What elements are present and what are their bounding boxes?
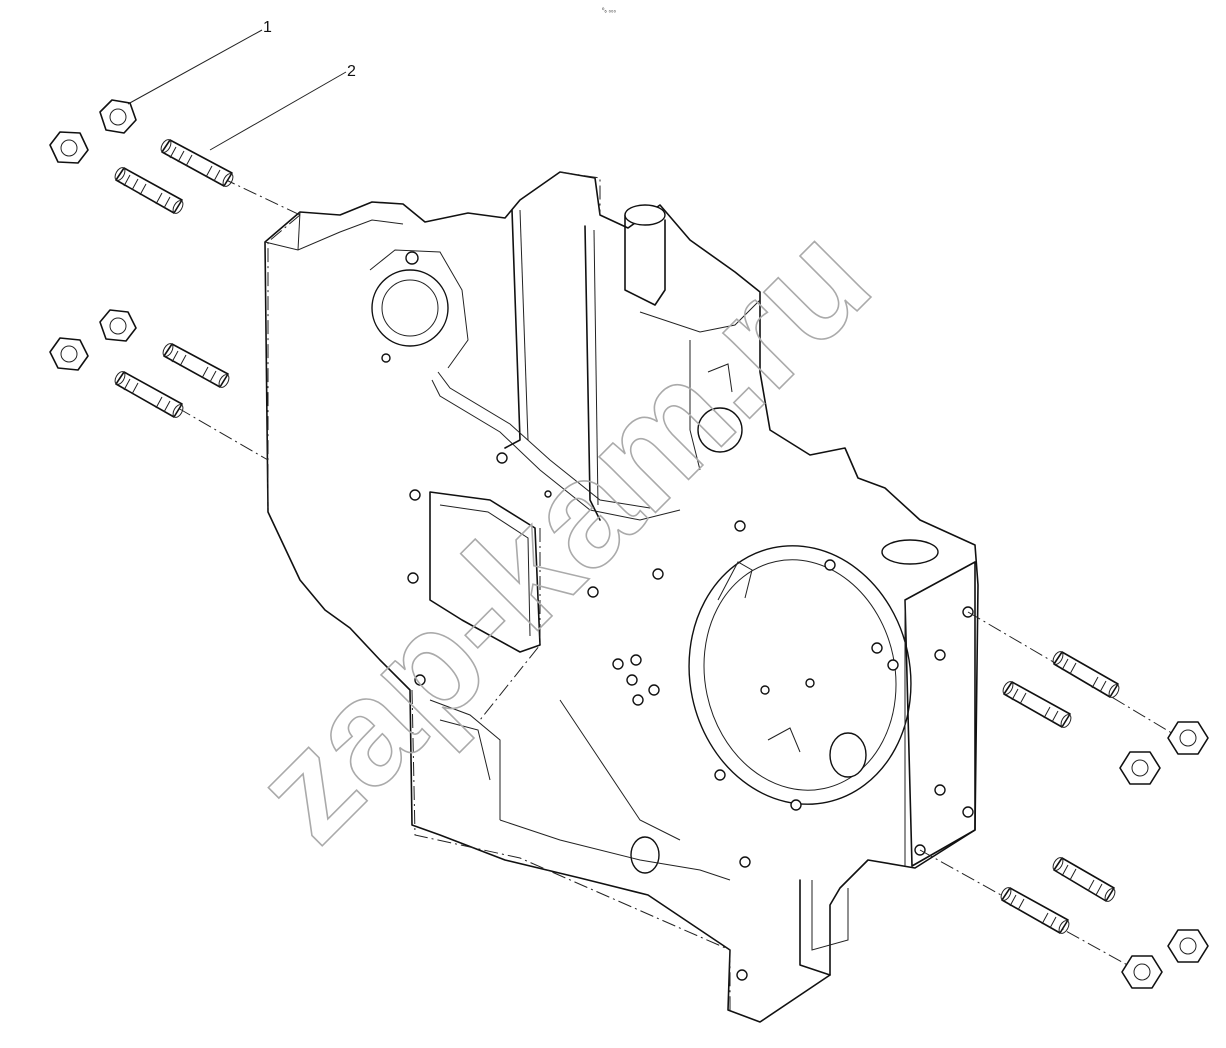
figure-code: ⁰₆ ₀₀₀ bbox=[602, 7, 616, 14]
threaded-stud bbox=[1052, 857, 1116, 902]
left-upper-fasteners bbox=[49, 99, 234, 214]
hex-nut bbox=[1167, 721, 1209, 755]
left-lower-fasteners bbox=[49, 309, 230, 418]
right-upper-fasteners bbox=[1002, 651, 1209, 785]
right-lower-fasteners bbox=[1000, 857, 1209, 989]
hex-nut bbox=[99, 99, 137, 134]
callout-2: 2 bbox=[209, 63, 356, 151]
hex-nut bbox=[1121, 955, 1163, 989]
threaded-stud bbox=[114, 371, 184, 418]
callout-1: 1 bbox=[127, 19, 272, 105]
callout-1-number: 1 bbox=[263, 19, 272, 36]
assembly-centerlines bbox=[177, 171, 1181, 1010]
threaded-stud bbox=[1000, 887, 1070, 934]
callout-2-number: 2 bbox=[347, 63, 356, 80]
timing-gear-housing bbox=[264, 171, 979, 1023]
hex-nut bbox=[49, 131, 89, 164]
hex-nut bbox=[99, 309, 137, 342]
threaded-stud bbox=[162, 343, 230, 388]
hex-nut bbox=[49, 337, 89, 371]
hex-nut bbox=[1119, 751, 1161, 785]
hex-nut bbox=[1167, 929, 1209, 963]
threaded-stud bbox=[160, 139, 234, 187]
threaded-stud bbox=[1002, 681, 1072, 728]
threaded-stud bbox=[114, 167, 184, 214]
threaded-stud bbox=[1052, 651, 1120, 698]
